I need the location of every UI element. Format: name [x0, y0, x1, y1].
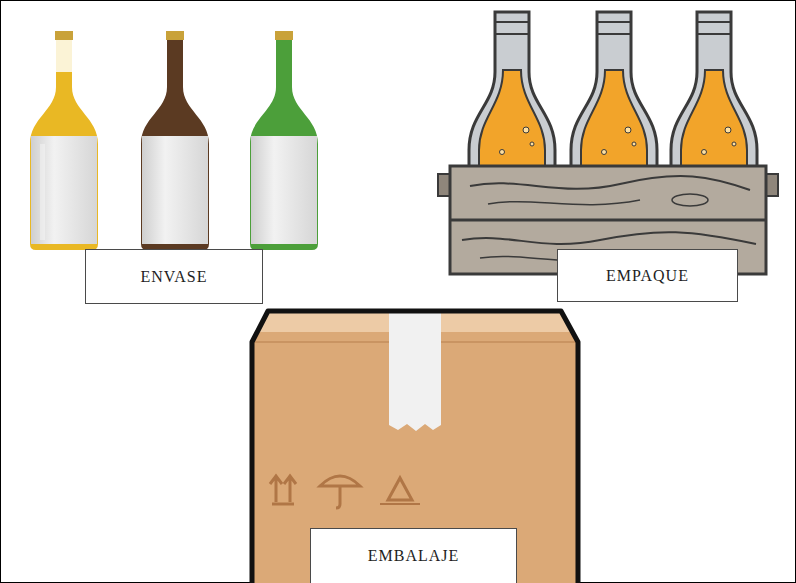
label-box: ENVASE	[85, 249, 263, 304]
label-text: EMPAQUE	[606, 266, 689, 285]
label-box: EMBALAJE	[310, 528, 517, 583]
label-text: ENVASE	[140, 267, 207, 286]
bottles	[30, 31, 318, 250]
crate	[438, 12, 778, 274]
label-box: EMPAQUE	[557, 249, 738, 302]
cardboard-box	[252, 311, 578, 583]
handling-symbols	[270, 476, 420, 508]
label-text: EMBALAJE	[368, 546, 460, 565]
